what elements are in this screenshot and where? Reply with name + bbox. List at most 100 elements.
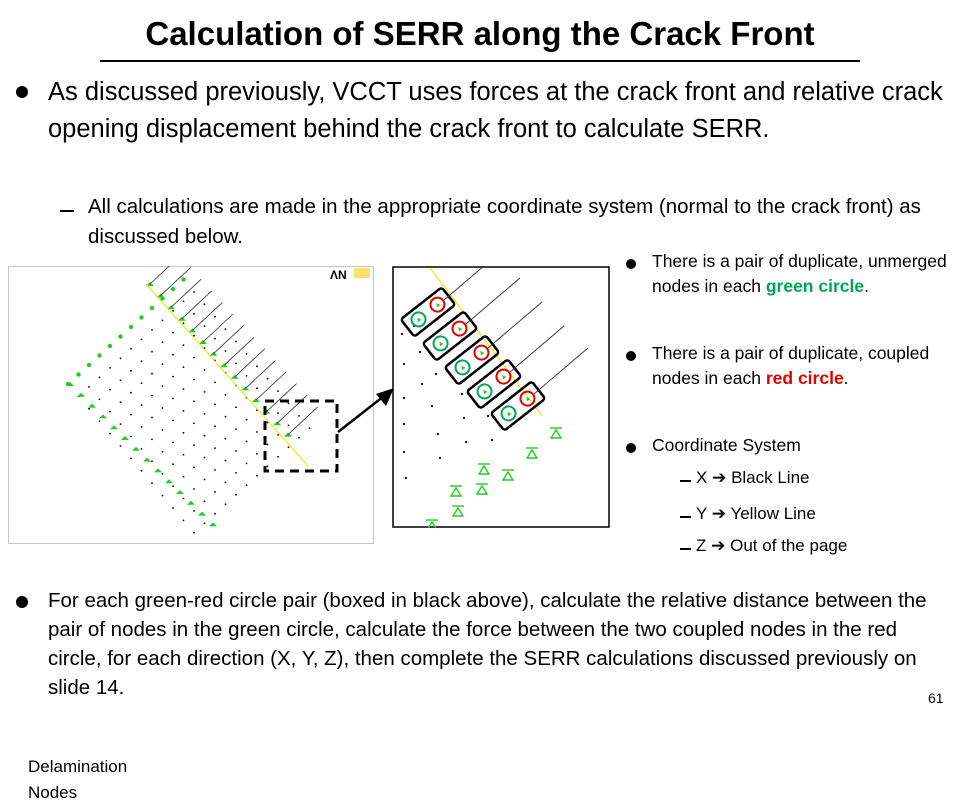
mesh-node [245, 462, 248, 465]
bullet-dot [16, 596, 28, 608]
mesh-node [203, 303, 206, 306]
mesh-node [214, 337, 216, 340]
bullet-coupled-end: . [843, 368, 849, 388]
mesh-node [193, 291, 195, 293]
mesh-node [172, 419, 174, 422]
bullet-unmerged-nodes: There is a pair of duplicate, unmerged n… [652, 249, 952, 299]
constraint-marker [132, 446, 140, 451]
axis-y-item: Y ➔ Yellow Line [696, 503, 936, 525]
x-direction-line [266, 383, 297, 412]
green-circle-icon [410, 311, 427, 328]
axis-z-item: Z ➔ Out of the page [696, 535, 936, 557]
mesh-node [182, 519, 185, 522]
mesh-node [172, 485, 174, 487]
constraint-marker [458, 327, 463, 332]
constraint-marker [549, 428, 563, 439]
constraint-marker [110, 425, 118, 430]
x-direction-line [181, 290, 213, 320]
mesh-node [298, 436, 300, 439]
mesh-node [436, 432, 440, 436]
mesh-node [172, 397, 174, 400]
mesh-node [490, 438, 494, 442]
mesh-node [140, 404, 143, 406]
mesh-node [266, 465, 269, 468]
mesh-node [170, 286, 176, 292]
zoom-box [263, 399, 339, 473]
mesh-node [193, 466, 195, 468]
right-arrow-icon: ➔ [711, 504, 727, 523]
axis-z-label: Z [696, 536, 707, 555]
mesh-node [172, 331, 174, 334]
mesh-node [140, 448, 143, 450]
zoom-arrow [337, 388, 394, 433]
mesh-node [256, 474, 258, 477]
mesh-node [140, 338, 143, 341]
mesh-node [245, 353, 248, 355]
bullet-dot [626, 351, 636, 361]
mesh-node [277, 412, 279, 414]
mesh-node [151, 416, 153, 419]
mesh-node [486, 414, 490, 418]
mesh-node [214, 491, 216, 493]
mesh-node [418, 350, 422, 354]
mesh-node [151, 350, 153, 353]
bullet-dot [16, 86, 28, 98]
mesh-node [193, 378, 195, 381]
sub-bullet-dash [680, 548, 691, 550]
green-circle-icon [432, 335, 449, 352]
bullet-dot [626, 443, 636, 453]
mesh-node [438, 456, 442, 460]
mesh-node [203, 500, 206, 503]
mesh-node [140, 469, 143, 472]
mesh-node [86, 362, 92, 368]
mesh-node [119, 401, 122, 404]
mesh-node [140, 382, 143, 385]
mesh-node [161, 407, 164, 409]
axis-x-label: X [696, 468, 708, 487]
mesh-node [193, 510, 195, 512]
mesh-node [182, 410, 185, 412]
x-direction-line [160, 267, 191, 296]
mesh-node [109, 432, 111, 435]
mesh-node [203, 412, 206, 415]
mesh-node [182, 475, 185, 478]
mesh-node [434, 372, 438, 376]
logo-mark-icon [354, 268, 370, 278]
mesh-node [119, 445, 122, 447]
green-circle-icon [454, 359, 471, 376]
bullet-unmerged-end: . [864, 276, 869, 296]
mesh-node [161, 494, 164, 497]
mesh-node [464, 440, 468, 444]
mesh-node [193, 422, 195, 425]
mesh-node [430, 404, 434, 408]
mesh-node [151, 460, 153, 463]
mesh-node [203, 391, 206, 393]
mesh-node [203, 478, 206, 481]
mesh-node [266, 377, 269, 380]
constraint-marker [121, 436, 129, 440]
constraint-marker [417, 317, 422, 323]
mesh-node [130, 435, 132, 438]
constraint-marker [525, 448, 539, 459]
constraint-marker [436, 303, 441, 308]
constraint-marker [176, 490, 184, 494]
figure-label-line-2: Nodes [28, 783, 78, 802]
slide-title: Calculation of SERR along the Crack Fron… [145, 15, 815, 52]
mesh-node [256, 453, 258, 455]
mesh-node [193, 312, 195, 315]
mesh-node [130, 369, 132, 372]
mesh-node [151, 482, 153, 485]
mesh-node [172, 507, 174, 509]
mesh-node [235, 428, 237, 430]
mesh-node [151, 394, 153, 397]
mesh-node [172, 353, 174, 356]
mesh-node [172, 375, 174, 378]
mesh-node [245, 418, 248, 421]
axis-y-desc: Yellow Line [730, 504, 816, 523]
mesh-node [203, 434, 206, 437]
mesh-node [119, 379, 122, 382]
constraint-marker [483, 389, 488, 395]
mesh-node [214, 403, 216, 406]
mesh-node [402, 396, 406, 400]
mesh-node [214, 512, 216, 515]
